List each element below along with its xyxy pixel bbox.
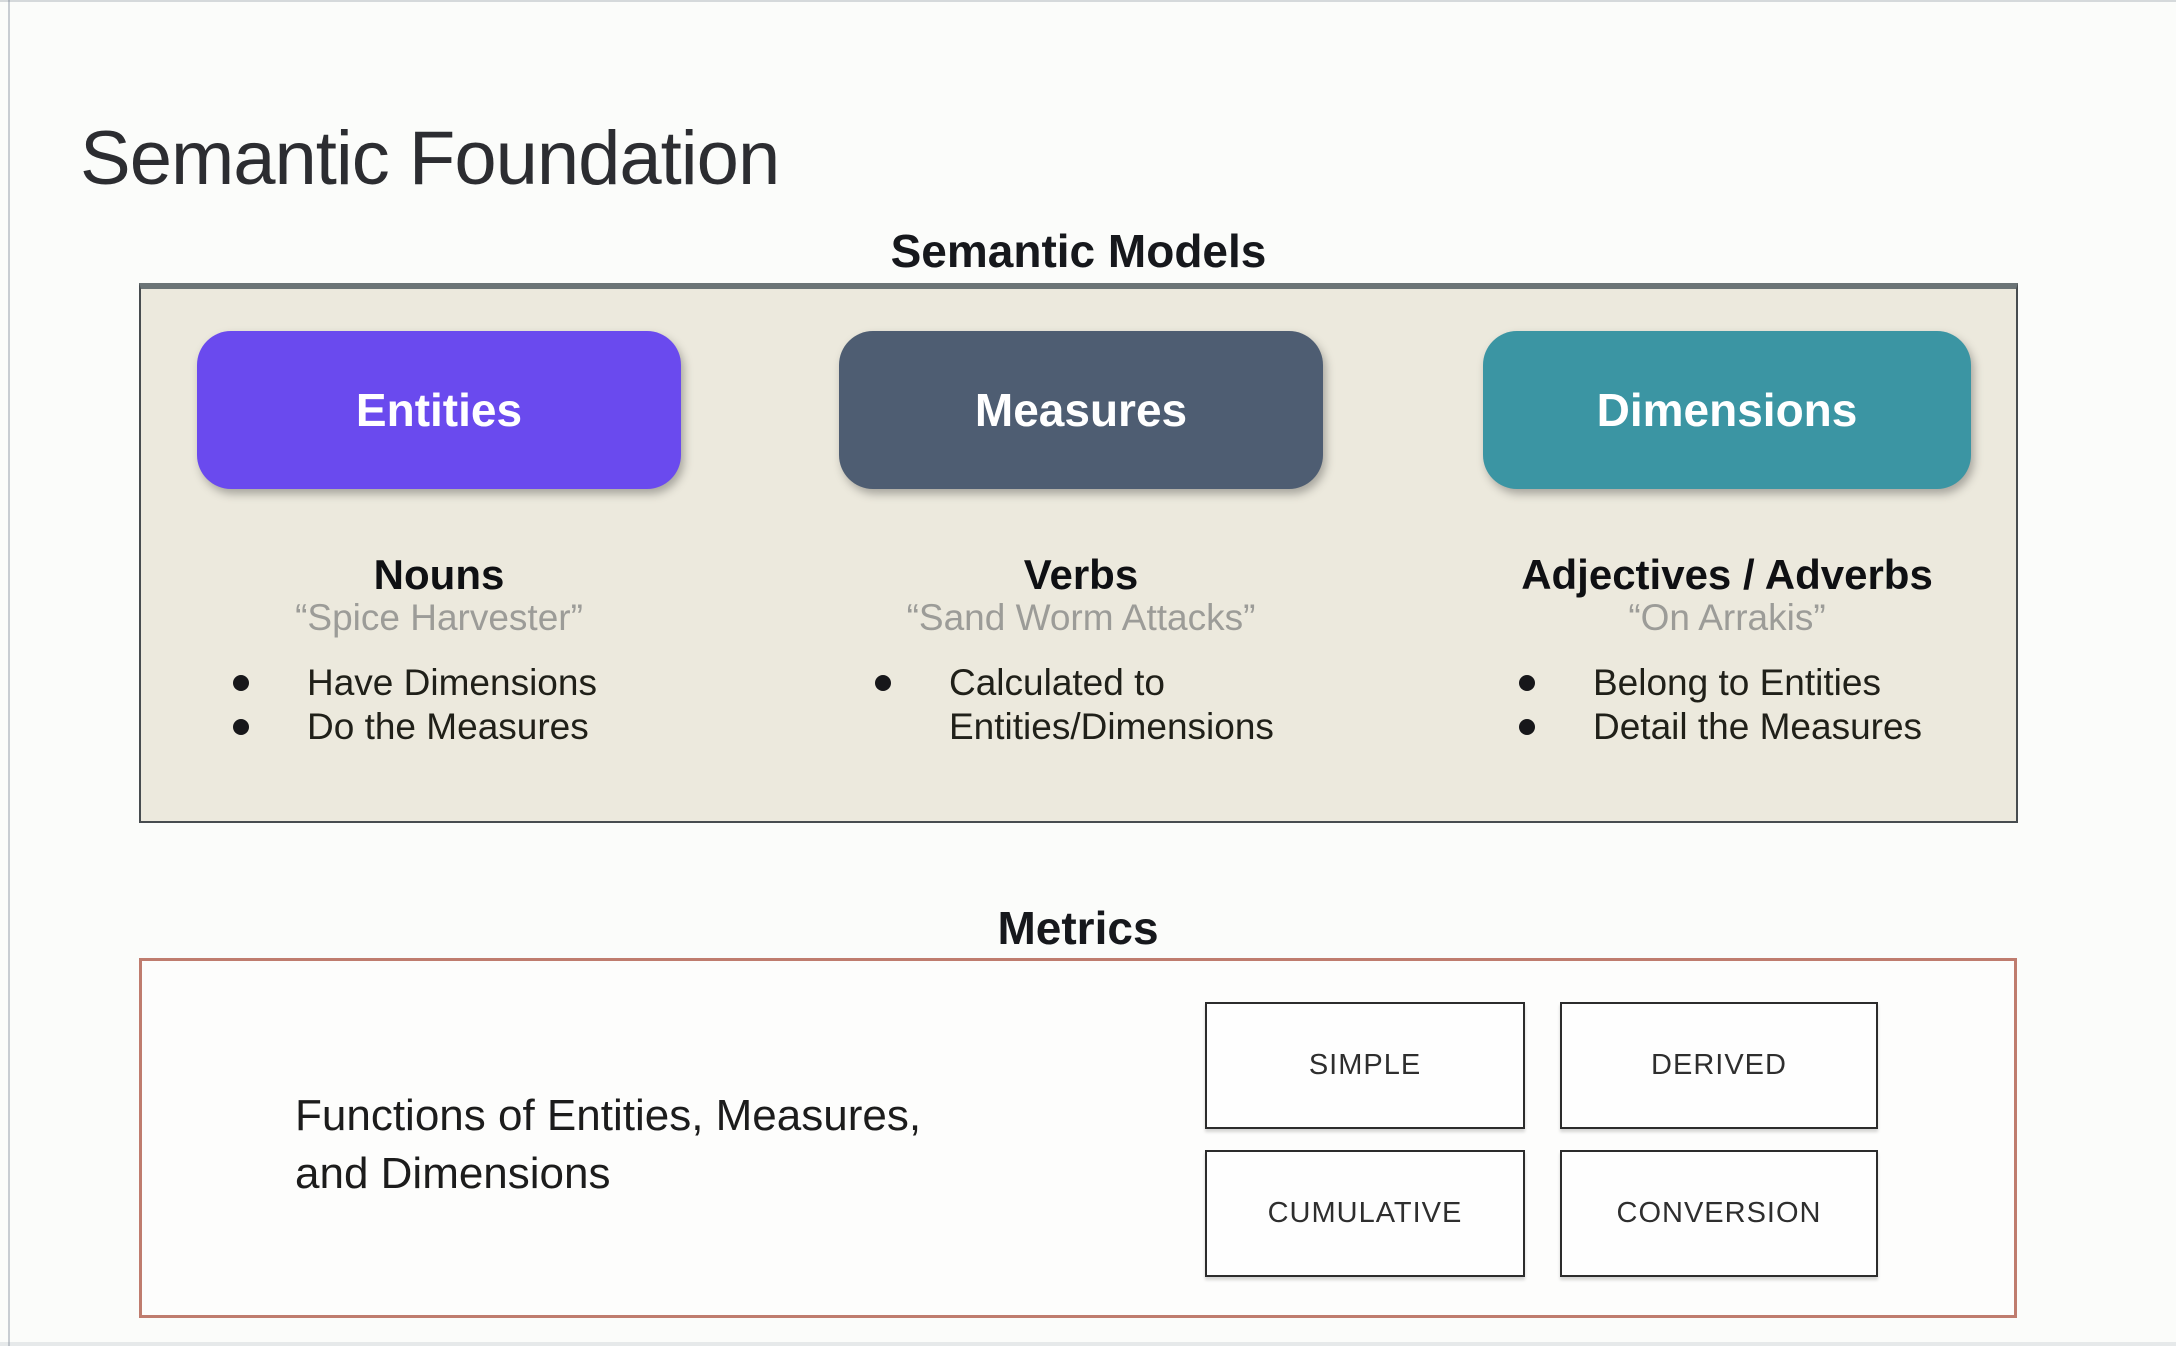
metrics-panel: Functions of Entities, Measures, and Dim… (139, 958, 2017, 1318)
metric-type-simple: SIMPLE (1205, 1002, 1525, 1129)
measures-bullet-list: Calculated to Entities/Dimensions (875, 661, 1315, 749)
semantic-models-heading: Semantic Models (890, 225, 1267, 277)
metric-type-conversion: CONVERSION (1560, 1150, 1878, 1277)
window-edge-bottom (0, 1342, 2176, 1346)
metric-type-derived: DERIVED (1560, 1002, 1878, 1129)
metrics-description: Functions of Entities, Measures, and Dim… (295, 1087, 921, 1203)
list-item: Calculated to Entities/Dimensions (875, 661, 1315, 749)
list-item: Detail the Measures (1519, 705, 1963, 749)
measures-pill: Measures (839, 331, 1323, 489)
entities-pill: Entities (197, 331, 681, 489)
metrics-description-line2: and Dimensions (295, 1149, 611, 1198)
metrics-heading: Metrics (997, 902, 1159, 954)
entities-bullet-list: Have Dimensions Do the Measures (233, 661, 673, 749)
dimensions-example: “On Arrakis” (1628, 597, 1826, 638)
column-dimensions: Dimensions Adjectives / Adverbs “On Arra… (1483, 289, 1971, 821)
semantic-models-panel: Entities Nouns “Spice Harvester” Have Di… (139, 283, 2018, 823)
dimensions-pill: Dimensions (1483, 331, 1971, 489)
entities-part-of-speech: Nouns (373, 551, 505, 598)
list-item: Do the Measures (233, 705, 673, 749)
window-edge-top (0, 0, 2176, 2)
dimensions-part-of-speech: Adjectives / Adverbs (1521, 551, 1933, 598)
list-item: Have Dimensions (233, 661, 673, 705)
list-item: Belong to Entities (1519, 661, 1963, 705)
page-title: Semantic Foundation (80, 115, 780, 201)
measures-example: “Sand Worm Attacks” (906, 597, 1256, 638)
metrics-description-line1: Functions of Entities, Measures, (295, 1091, 922, 1140)
dimensions-bullet-list: Belong to Entities Detail the Measures (1519, 661, 1963, 749)
column-measures: Measures Verbs “Sand Worm Attacks” Calcu… (839, 289, 1323, 821)
column-entities: Entities Nouns “Spice Harvester” Have Di… (197, 289, 681, 821)
entities-example: “Spice Harvester” (295, 597, 583, 638)
window-edge-left (8, 0, 10, 1346)
metric-type-cumulative: CUMULATIVE (1205, 1150, 1525, 1277)
measures-part-of-speech: Verbs (1023, 551, 1139, 598)
